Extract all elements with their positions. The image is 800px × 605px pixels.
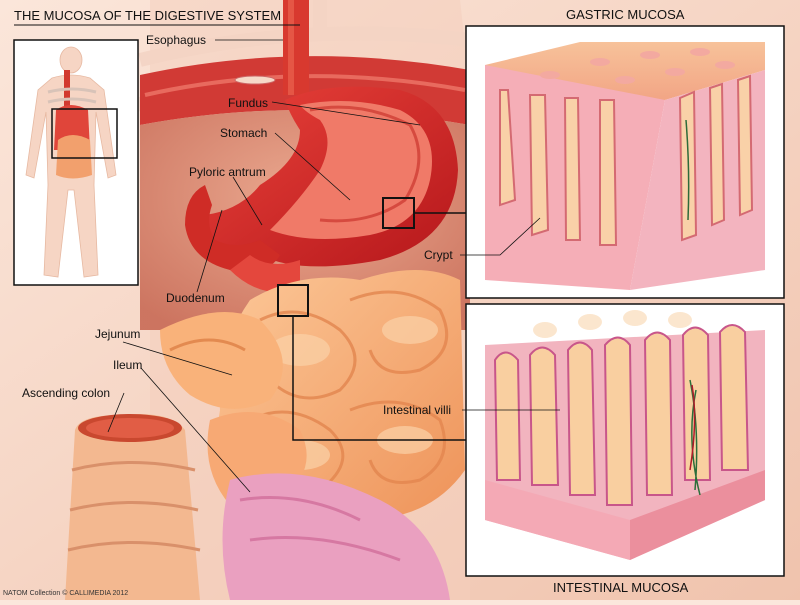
copyright-credit: NATOM Collection © CALLIMEDIA 2012 [3, 590, 129, 597]
label-stomach: Stomach [220, 126, 268, 140]
label-pyloric-antrum: Pyloric antrum [189, 165, 266, 179]
leader-lines [107, 39, 560, 493]
inset-focus-box [51, 108, 118, 159]
gastric-mucosa-title: GASTRIC MUCOSA [566, 7, 685, 22]
stomach-shape [185, 86, 458, 293]
label-esophagus: Esophagus [146, 33, 207, 47]
page-title: THE MUCOSA OF THE DIGESTIVE SYSTEM [14, 8, 282, 23]
intestinal-mucosa-panel [465, 303, 785, 577]
label-ileum: Ileum [113, 358, 143, 372]
intestinal-mucosa-title: INTESTINAL MUCOSA [553, 580, 689, 595]
body-inset [13, 39, 139, 286]
label-jejunum: Jejunum [95, 327, 141, 341]
label-ascending-colon: Ascending colon [22, 386, 111, 400]
label-crypt: Crypt [424, 248, 453, 262]
gastric-mucosa-panel [465, 25, 785, 299]
ascending-colon [65, 414, 201, 600]
small-intestine [160, 270, 465, 600]
label-intestinal-villi: Intestinal villi [383, 403, 452, 417]
label-fundus: Fundus [228, 96, 269, 110]
esophagus-shape [283, 0, 309, 95]
label-duodenum: Duodenum [166, 291, 225, 305]
